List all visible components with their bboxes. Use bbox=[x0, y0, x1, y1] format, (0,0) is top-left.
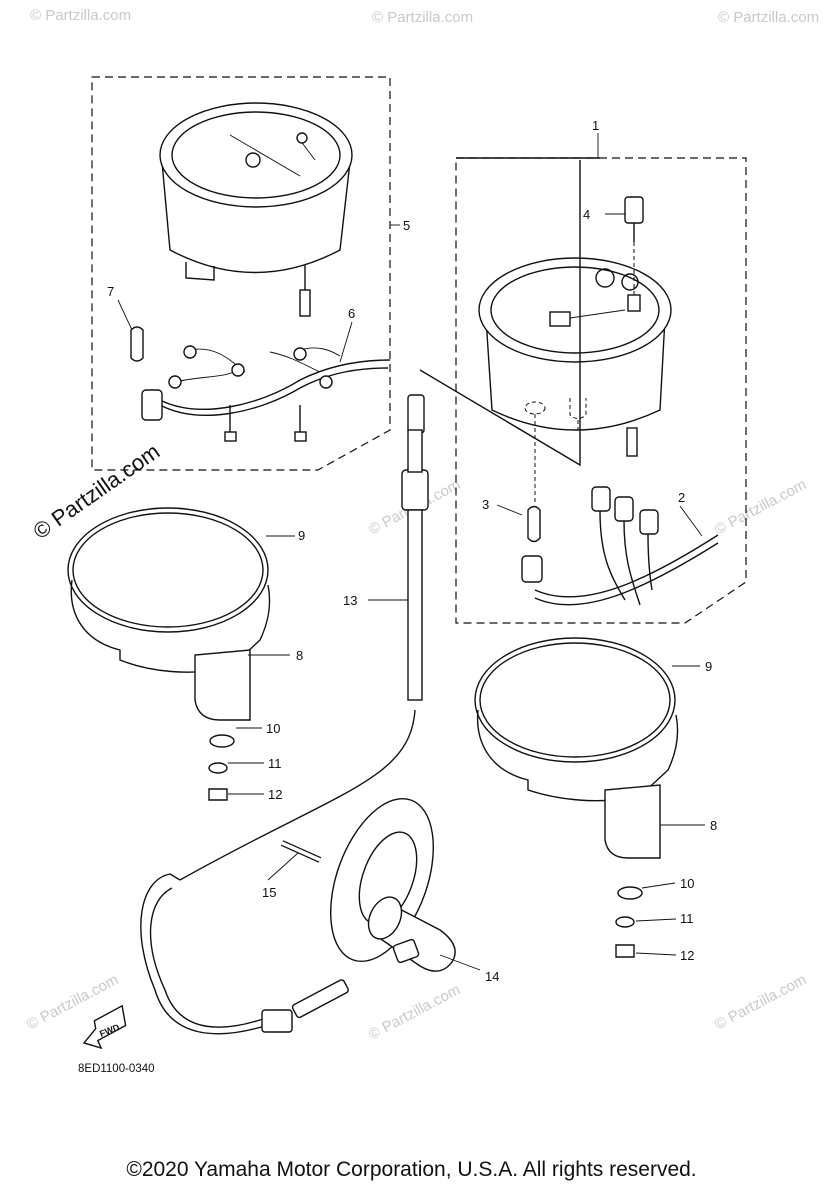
indicator-lamp bbox=[595, 268, 615, 288]
nut-12 bbox=[208, 788, 228, 801]
bulb-3 bbox=[527, 505, 541, 543]
callout-11: 11 bbox=[680, 911, 694, 926]
speedometer-assembly-right bbox=[455, 157, 747, 624]
socket-leads bbox=[599, 510, 653, 606]
watermark: © Partzilla.com bbox=[712, 476, 809, 538]
nut-12 bbox=[615, 944, 635, 958]
fwd-arrow-icon bbox=[82, 1004, 127, 1050]
cable-grommet bbox=[401, 469, 429, 511]
callout-13: 13 bbox=[343, 593, 357, 608]
harness-leads bbox=[174, 347, 341, 383]
stud-thread bbox=[299, 289, 311, 317]
watermark: © Partzilla.com bbox=[718, 9, 819, 26]
reset-knob-4 bbox=[624, 196, 644, 224]
cable-nut bbox=[407, 394, 425, 434]
reset-shaft bbox=[627, 294, 641, 312]
bracket-8-right bbox=[604, 784, 661, 859]
bulb-socket-right bbox=[521, 555, 543, 583]
cable-guide-line bbox=[419, 160, 581, 467]
washer-10 bbox=[617, 886, 643, 900]
washer-10 bbox=[209, 734, 235, 748]
washer-11 bbox=[208, 762, 228, 774]
needle-right bbox=[569, 309, 626, 319]
callout-5: 5 bbox=[403, 218, 410, 233]
meter-cover-right bbox=[474, 637, 679, 958]
washer-11 bbox=[615, 916, 635, 928]
needle-main bbox=[229, 134, 301, 177]
cable-run bbox=[179, 709, 416, 881]
speedometer-cable-13 bbox=[140, 160, 581, 1035]
watermark: © Partzilla.com bbox=[712, 971, 809, 1033]
socket bbox=[639, 509, 659, 535]
gauge-face-right bbox=[490, 266, 660, 354]
bracket-cup-right bbox=[476, 709, 679, 802]
bulb-socket-left bbox=[141, 389, 163, 421]
watermark: © Partzilla.com bbox=[366, 981, 463, 1043]
callout-14: 14 bbox=[485, 969, 499, 984]
socket bbox=[591, 486, 611, 512]
callout-10: 10 bbox=[266, 721, 280, 736]
watermark: © Partzilla.com bbox=[372, 9, 473, 26]
callout-8: 8 bbox=[296, 648, 303, 663]
mount-foot bbox=[185, 262, 215, 281]
gauge-face-left bbox=[171, 111, 341, 199]
stud-right bbox=[626, 427, 638, 457]
callout-8: 8 bbox=[710, 818, 717, 833]
callout-6: 6 bbox=[348, 306, 355, 321]
indicator-lamp bbox=[621, 273, 639, 291]
callout-9: 9 bbox=[705, 659, 712, 674]
callout-7: 7 bbox=[107, 284, 114, 299]
bulb-7 bbox=[130, 326, 144, 362]
harness-2 bbox=[534, 534, 719, 598]
ring-9-left bbox=[67, 507, 269, 633]
drive-unit-14 bbox=[329, 797, 456, 972]
screw bbox=[224, 431, 237, 442]
pin-15 bbox=[280, 840, 322, 863]
socket bbox=[614, 496, 634, 522]
drive-outlet bbox=[392, 938, 420, 964]
harness-6 bbox=[159, 359, 391, 410]
cable-ferrule bbox=[291, 979, 349, 1019]
copyright-footer: ©2020 Yamaha Motor Corporation, U.S.A. A… bbox=[126, 1158, 697, 1181]
cable-lower bbox=[140, 873, 269, 1035]
gauge-window bbox=[549, 311, 571, 327]
callout-1: 1 bbox=[592, 118, 599, 133]
ring-9-right bbox=[474, 637, 676, 763]
watermark: © Partzilla.com bbox=[30, 7, 131, 24]
callout-9: 9 bbox=[298, 528, 305, 543]
callout-2: 2 bbox=[678, 490, 685, 505]
gauge-bezel-right bbox=[478, 257, 672, 363]
leader-lines bbox=[117, 133, 705, 971]
bracket-8-left bbox=[194, 649, 251, 721]
meter-cover-left bbox=[67, 507, 271, 801]
callout-12: 12 bbox=[268, 787, 282, 802]
cable-end-fitting bbox=[261, 1009, 293, 1033]
drawing-code: 8ED1100-0340 bbox=[78, 1063, 155, 1075]
bracket-cup-left bbox=[70, 579, 271, 673]
callout-10: 10 bbox=[680, 876, 694, 891]
trip-knob bbox=[296, 132, 308, 144]
assembly-boundary-1 bbox=[455, 157, 747, 624]
needle-hub bbox=[245, 152, 261, 168]
callout-15: 15 bbox=[262, 885, 276, 900]
speedometer-assembly-left bbox=[91, 76, 391, 471]
screw bbox=[294, 431, 307, 442]
fwd-arrow: FWD bbox=[82, 1004, 127, 1050]
callout-4: 4 bbox=[583, 207, 590, 222]
callout-12: 12 bbox=[680, 948, 694, 963]
cable-sleeve bbox=[407, 429, 423, 473]
callout-3: 3 bbox=[482, 497, 489, 512]
callouts: 1 2 3 4 5 6 7 8 9 10 11 12 13 14 15 9 8 … bbox=[107, 118, 717, 984]
callout-11: 11 bbox=[268, 756, 282, 771]
assembly-boundary-5 bbox=[91, 76, 391, 471]
cable-sheath bbox=[407, 509, 423, 701]
